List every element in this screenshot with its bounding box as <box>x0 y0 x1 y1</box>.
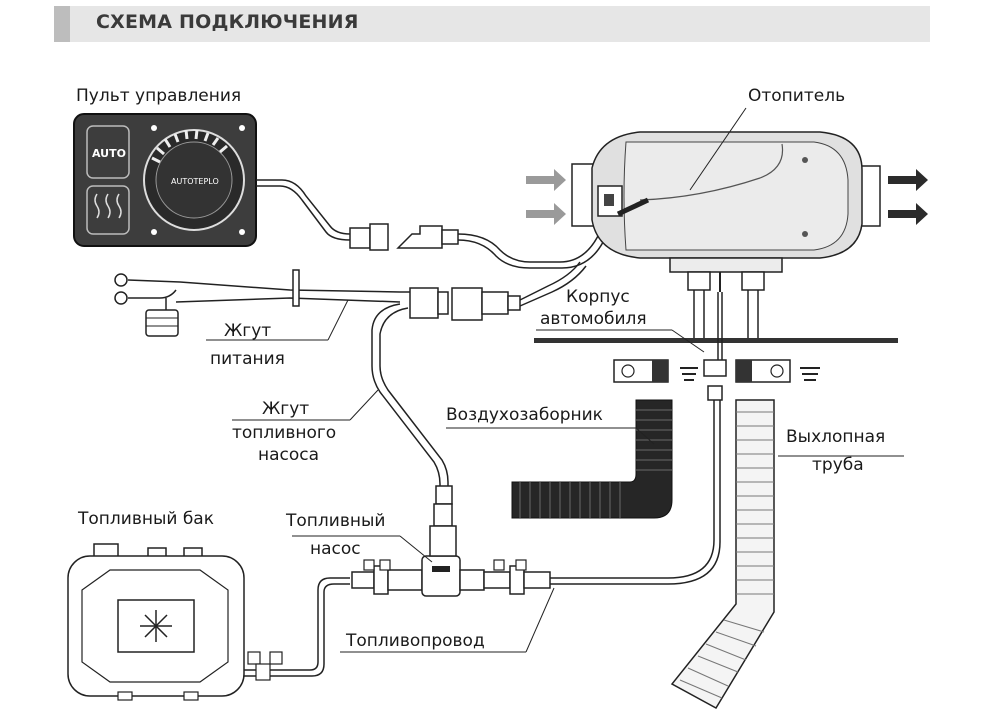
fuel-pump <box>351 503 551 597</box>
label-heater: Отопитель <box>748 86 845 106</box>
heater-ports-down <box>693 290 759 368</box>
header-bar <box>54 6 930 42</box>
power-connector <box>409 287 521 321</box>
exhaust-pipe <box>670 399 775 710</box>
fuel-line <box>290 400 721 677</box>
tank-outlet-fittings <box>244 651 290 681</box>
heater-leader <box>689 107 747 191</box>
label-fuel-line: Топливопровод <box>345 631 485 651</box>
panel-cable <box>256 179 351 241</box>
label-exhaust-line1: Выхлопная <box>786 427 885 447</box>
panel-auto-label: AUTO <box>92 147 126 160</box>
label-air-intake: Воздухозаборник <box>446 405 603 425</box>
label-exhaust-line2: труба <box>812 455 864 475</box>
label-body-line1: Корпус <box>566 287 630 307</box>
label-pump-harness-line2: топливного <box>232 423 336 443</box>
label-control-panel: Пульт управления <box>76 86 241 106</box>
label-fuel-tank: Топливный бак <box>77 509 214 529</box>
panel-brand: AUTOTEPLO <box>171 177 219 186</box>
air-intake-hose <box>511 399 673 519</box>
ring-terminals <box>114 273 128 305</box>
connector-to-heater-cable <box>457 221 611 269</box>
exhaust-clamp <box>735 359 820 383</box>
intake-clamp <box>613 359 698 383</box>
power-harness <box>127 261 587 310</box>
label-body-line2: автомобиля <box>540 309 647 329</box>
grommet <box>292 269 300 307</box>
page-title: СХЕМА ПОДКЛЮЧЕНИЯ <box>96 11 359 33</box>
control-panel: AUTO AUTOTEPLO <box>73 113 257 247</box>
heater-unit <box>571 131 881 292</box>
label-power-harness-line2: питания <box>210 349 285 369</box>
cold-air-arrows <box>526 169 566 225</box>
label-pump-harness-line3: насоса <box>258 445 319 465</box>
fuse-holder <box>145 309 179 337</box>
fuel-tank <box>67 543 245 701</box>
temperature-scale <box>151 129 228 164</box>
header-accent <box>54 6 70 42</box>
label-pump-harness-line1: Жгут <box>262 399 309 419</box>
panel-connector <box>349 223 459 251</box>
label-power-harness-line1: Жгут <box>224 321 271 341</box>
vehicle-body-line <box>534 338 898 343</box>
fuel-pump-harness <box>371 303 449 504</box>
hot-air-arrows <box>888 169 928 225</box>
pump-harness-plug <box>435 485 453 505</box>
heat-waves-icon <box>94 193 122 219</box>
label-fuel-pump-line1: Топливный <box>285 511 385 531</box>
snowflake-icon <box>140 610 172 642</box>
label-fuel-pump-line2: насос <box>310 539 361 559</box>
fuel-inlet-fitting <box>703 359 727 401</box>
